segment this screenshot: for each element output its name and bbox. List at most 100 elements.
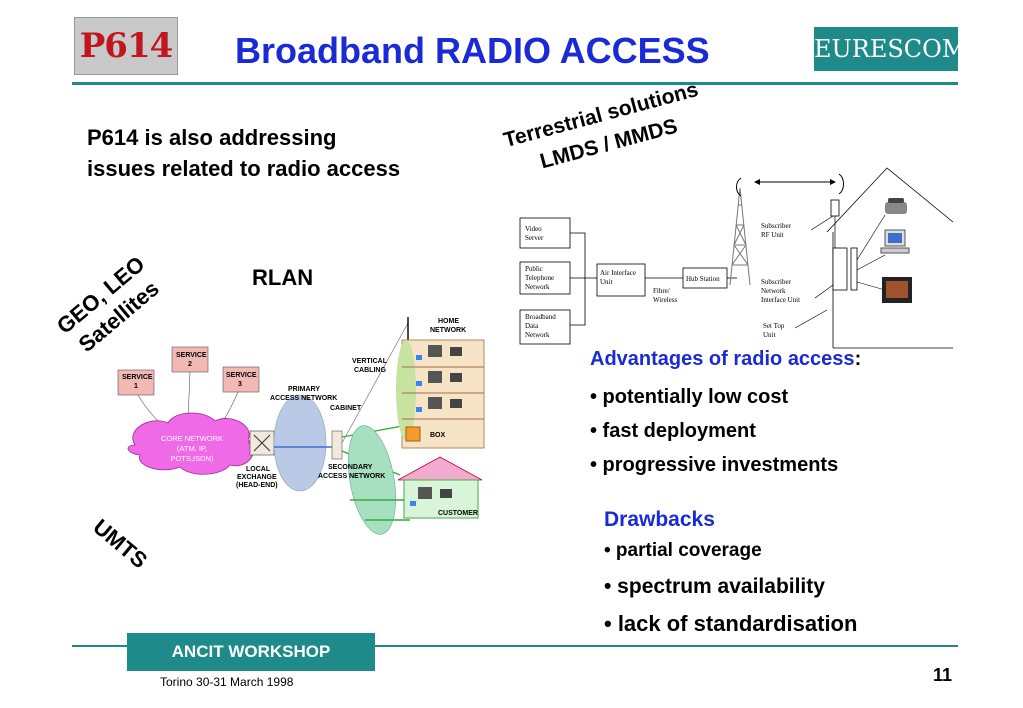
svg-text:Network: Network	[525, 283, 550, 291]
svg-text:ACCESS NETWORK: ACCESS NETWORK	[318, 473, 385, 480]
hub-station: Hub Station	[686, 275, 720, 283]
svg-text:Hub Station: Hub Station	[686, 275, 720, 283]
svg-text:(HEAD-END): (HEAD-END)	[236, 482, 278, 489]
rlan-label: RLAN	[252, 265, 314, 290]
workshop-banner: ANCIT WORKSHOP	[127, 633, 375, 671]
service3-l1: SERVICE	[226, 372, 257, 379]
svg-text:Subscriber: Subscriber	[761, 222, 792, 230]
service1-l2: 1	[134, 383, 138, 390]
service3-l2: 3	[238, 381, 242, 388]
home-l1: HOME	[438, 318, 459, 325]
local-l1: LOCAL	[246, 466, 271, 473]
television-icon	[882, 277, 912, 303]
svg-text:CUSTOMER: CUSTOMER	[438, 510, 478, 517]
svg-text:HOME: HOME	[438, 318, 459, 325]
air-interface-l1: Air Interface	[600, 269, 636, 277]
drawbacks-title: Drawbacks	[604, 508, 715, 531]
subscriber-network-l2: Network	[761, 287, 786, 295]
svg-text:VERTICAL: VERTICAL	[352, 358, 388, 365]
svg-text:Wireless: Wireless	[653, 296, 677, 304]
eurescom-logo-text: EURESCOM	[814, 35, 967, 63]
box-label: BOX	[430, 432, 446, 439]
svg-text:Unit: Unit	[600, 278, 613, 286]
secondary-l2: ACCESS NETWORK	[318, 473, 385, 480]
svg-text:Telephone: Telephone	[525, 274, 554, 282]
svg-text:SERVICE: SERVICE	[122, 374, 153, 381]
set-top-l1: Set Top	[763, 322, 785, 330]
svg-text:SECONDARY: SECONDARY	[328, 464, 373, 471]
svg-text:Server: Server	[525, 234, 544, 242]
svg-text:CORE NETWORK: CORE NETWORK	[161, 434, 223, 443]
computer-icon	[428, 345, 462, 409]
footer-divider	[72, 645, 958, 647]
svg-text:PRIMARY: PRIMARY	[288, 386, 320, 393]
fibre-l2: Wireless	[653, 296, 677, 304]
svg-text:SERVICE: SERVICE	[226, 372, 257, 379]
svg-text:3: 3	[238, 381, 242, 388]
subscriber-rf-l2: RF Unit	[761, 231, 784, 239]
advantage-item: • potentially low cost	[590, 386, 789, 408]
svg-text:CABINET: CABINET	[330, 405, 362, 412]
svg-text:RF Unit: RF Unit	[761, 231, 784, 239]
air-interface-l2: Unit	[600, 278, 613, 286]
service1-l1: SERVICE	[122, 374, 153, 381]
service2-l1: SERVICE	[176, 352, 207, 359]
fibre-l1: Fibre/	[653, 287, 670, 295]
pstn-l2: Telephone	[525, 274, 554, 282]
core-l3: POTS,ISDN)	[171, 454, 214, 463]
cabinet: CABINET	[330, 405, 362, 412]
video-server-l2: Server	[525, 234, 544, 242]
vertical-l1: VERTICAL	[352, 358, 388, 365]
core-l2: (ATM, IP,	[177, 444, 207, 453]
intro-text: P614 is also addressing issues related t…	[87, 125, 401, 181]
subscriber-network-l1: Subscriber	[761, 278, 792, 286]
advantages-title: Advantages of radio access:	[590, 348, 861, 371]
advantages-title-text: Advantages of radio access	[590, 348, 855, 370]
p614-logo-text: P614	[79, 26, 174, 66]
svg-text:BOX: BOX	[430, 432, 446, 439]
subscriber-rf-l1: Subscriber	[761, 222, 792, 230]
svg-text:Air Interface: Air Interface	[600, 269, 636, 277]
page-title: Broadband RADIO ACCESS	[235, 30, 710, 71]
svg-text:Network: Network	[761, 287, 786, 295]
local-l3: (HEAD-END)	[236, 482, 278, 489]
vertical-l2: CABLING	[354, 367, 386, 374]
subscriber-network-l3: Interface Unit	[761, 296, 800, 304]
broadband-l3: Network	[525, 331, 550, 339]
customer-computer-icon	[418, 487, 452, 499]
drawback-item: • spectrum availability	[604, 575, 825, 598]
drawback-item: • lack of standardisation	[604, 611, 858, 636]
local-l2: EXCHANGE	[237, 474, 277, 481]
primary-l2: ACCESS NETWORK	[270, 395, 337, 402]
secondary-l1: SECONDARY	[328, 464, 373, 471]
broadband-l1: Broadband	[525, 313, 556, 321]
access-network-diagram: SERVICE 1 SERVICE 2 SERVICE 3 CORE NETWO…	[117, 317, 485, 535]
customer-label: CUSTOMER	[438, 510, 478, 517]
page-number: 11	[933, 665, 953, 685]
svg-text:POTS,ISDN): POTS,ISDN)	[171, 454, 214, 463]
advantage-item: • fast deployment	[590, 420, 756, 442]
svg-text:Interface Unit: Interface Unit	[761, 296, 800, 304]
advantages-colon: :	[854, 348, 862, 370]
svg-text:EXCHANGE: EXCHANGE	[237, 474, 277, 481]
primary-l1: PRIMARY	[288, 386, 320, 393]
pstn-l3: Network	[525, 283, 550, 291]
svg-text:Public: Public	[525, 265, 543, 273]
header-divider	[72, 82, 958, 85]
advantage-item: • progressive investments	[590, 454, 839, 476]
video-server-l1: Video	[525, 225, 542, 233]
service2-l2: 2	[188, 361, 192, 368]
svg-text:Video: Video	[525, 225, 542, 233]
svg-text:Set Top: Set Top	[763, 322, 785, 330]
pstn-l1: Public	[525, 265, 543, 273]
svg-text:1: 1	[134, 383, 138, 390]
svg-text:NETWORK: NETWORK	[430, 327, 466, 334]
svg-text:2: 2	[188, 361, 192, 368]
svg-text:Subscriber: Subscriber	[761, 278, 792, 286]
set-top-l2: Unit	[763, 331, 776, 339]
svg-text:Fibre/: Fibre/	[653, 287, 670, 295]
svg-text:SERVICE: SERVICE	[176, 352, 207, 359]
eurescom-logo: EURESCOM	[814, 27, 967, 71]
svg-text:ACCESS NETWORK: ACCESS NETWORK	[270, 395, 337, 402]
drawback-item: • partial coverage	[604, 540, 762, 561]
